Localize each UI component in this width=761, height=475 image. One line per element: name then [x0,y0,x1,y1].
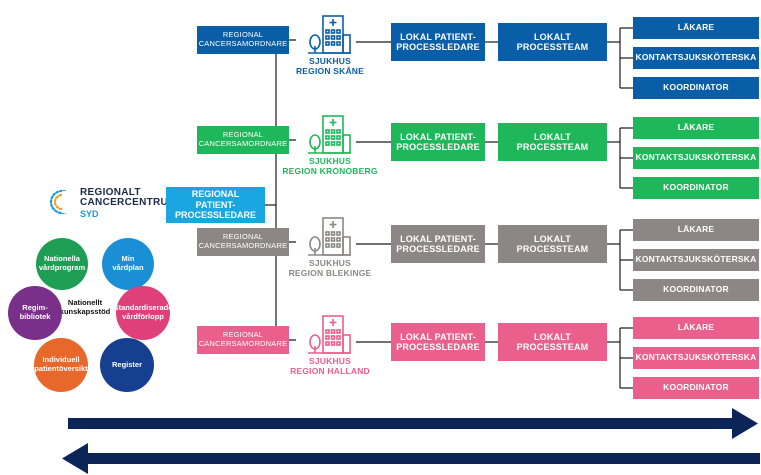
lokal-patientprocessledare-box[interactable]: LOKAL PATIENT-PROCESSLEDARE [391,225,485,263]
role-label: KOORDINATOR [663,382,729,393]
regional-patient-processledare-label: REGIONAL PATIENT-PROCESSLEDARE [174,189,256,221]
rcc-logo: REGIONALT CANCERCENTRUM SYD [48,186,176,222]
kontaktsjukskoterska-box[interactable]: KONTAKTSJUKSKÖTERSKA [633,347,759,369]
circle-label: Min vårdplan [112,254,144,272]
register-circle[interactable]: Register [100,338,154,392]
lokalt-processteam-label: LOKALT PROCESSTEAM [516,233,589,254]
hospital-line2: REGION SKÅNE [295,65,365,76]
regional-cancersamordnare-box[interactable]: REGIONAL CANCERSAMORDNARE [197,26,289,54]
circle-label: Register [111,359,142,369]
koordinator-box[interactable]: KOORDINATOR [633,279,759,301]
hospital-icon [306,13,352,55]
regional-cancersamordnare-box[interactable]: REGIONAL CANCERSAMORDNARE [197,326,289,354]
circle-label: Nationella vårdprogram [38,254,86,272]
lokalt-processteam-label: LOKALT PROCESSTEAM [516,31,589,52]
role-label: LÄKARE [677,122,715,133]
hospital-line2: REGION KRONOBERG [282,165,378,176]
koordinator-box[interactable]: KOORDINATOR [633,377,759,399]
nationella-vardprogram-circle[interactable]: Nationella vårdprogram [36,238,88,290]
role-label: KOORDINATOR [663,284,729,295]
regional-cancersamordnare-label: REGIONAL CANCERSAMORDNARE [198,330,288,348]
kunskapsstod-center-label: Nationellt kunskapsstöd [59,298,111,316]
role-label: LÄKARE [677,224,715,235]
lakare-box[interactable]: LÄKARE [633,17,759,39]
lakare-box[interactable]: LÄKARE [633,317,759,339]
regional-cancersamordnare-box[interactable]: REGIONAL CANCERSAMORDNARE [197,126,289,154]
logo-line3: SYD [80,209,99,219]
logo-line2: CANCERCENTRUM [80,197,177,208]
circle-label: Standardiserade vårdförlopp [113,303,173,321]
lokalt-processteam-box[interactable]: LOKALT PROCESSTEAM [498,123,607,161]
role-label: KONTAKTSJUKSKÖTERSKA [635,254,757,265]
hospital-icon [306,113,352,155]
rcc-logo-icon [49,189,74,215]
regional-cancersamordnare-label: REGIONAL CANCERSAMORDNARE [198,30,288,48]
role-label: KOORDINATOR [663,82,729,93]
lokal-patientprocessledare-label: LOKAL PATIENT-PROCESSLEDARE [396,331,480,352]
kontaktsjukskoterska-box[interactable]: KONTAKTSJUKSKÖTERSKA [633,47,759,69]
kunskapsstod-cluster: Nationellt kunskapsstöd Nationella vårdp… [6,232,172,392]
flow-arrows [62,408,760,474]
kontaktsjukskoterska-box[interactable]: KONTAKTSJUKSKÖTERSKA [633,147,759,169]
hospital-line1: SJUKHUS [308,356,352,366]
kontaktsjukskoterska-box[interactable]: KONTAKTSJUKSKÖTERSKA [633,249,759,271]
regional-cancersamordnare-label: REGIONAL CANCERSAMORDNARE [198,130,288,148]
hospital-line1: SJUKHUS [308,258,352,268]
koordinator-box[interactable]: KOORDINATOR [633,77,759,99]
lokal-patientprocessledare-box[interactable]: LOKAL PATIENT-PROCESSLEDARE [391,123,485,161]
lokalt-processteam-box[interactable]: LOKALT PROCESSTEAM [498,23,607,61]
logo-line1: REGIONALT [80,187,141,198]
regional-cancersamordnare-box[interactable]: REGIONAL CANCERSAMORDNARE [197,228,289,256]
role-label: KONTAKTSJUKSKÖTERSKA [635,152,757,163]
regimbibliotek-circle[interactable]: Regim-bibliotek [8,286,62,340]
lokal-patientprocessledare-label: LOKAL PATIENT-PROCESSLEDARE [396,131,480,152]
arrow-right-icon [68,408,758,439]
lokalt-processteam-label: LOKALT PROCESSTEAM [516,331,589,352]
role-label: KONTAKTSJUKSKÖTERSKA [635,352,757,363]
lakare-box[interactable]: LÄKARE [633,117,759,139]
lokalt-processteam-box[interactable]: LOKALT PROCESSTEAM [498,225,607,263]
individuell-patientoversikt-circle[interactable]: Individuell patientöversikt [34,338,88,392]
role-label: LÄKARE [677,22,715,33]
lokal-patientprocessledare-label: LOKAL PATIENT-PROCESSLEDARE [396,31,480,52]
lokal-patientprocessledare-box[interactable]: LOKAL PATIENT-PROCESSLEDARE [391,323,485,361]
lokal-patientprocessledare-box[interactable]: LOKAL PATIENT-PROCESSLEDARE [391,23,485,61]
hospital-line1: SJUKHUS [308,156,352,166]
min-vardplan-circle[interactable]: Min vårdplan [102,238,154,290]
koordinator-box[interactable]: KOORDINATOR [633,177,759,199]
role-label: LÄKARE [677,322,715,333]
hospital-icon [306,215,352,257]
hospital-line1: SJUKHUS [308,56,352,66]
role-label: KOORDINATOR [663,182,729,193]
hospital-line2: REGION BLEKINGE [288,267,372,278]
lokalt-processteam-box[interactable]: LOKALT PROCESSTEAM [498,323,607,361]
standardiserade-vardforlopp-circle[interactable]: Standardiserade vårdförlopp [114,286,172,340]
arrow-left-icon [62,443,760,474]
circle-label: Regim-bibliotek [19,303,51,321]
regional-patient-processledare-box[interactable]: REGIONAL PATIENT-PROCESSLEDARE [166,187,265,223]
hospital-icon [306,313,352,355]
role-label: KONTAKTSJUKSKÖTERSKA [635,52,757,63]
regional-cancersamordnare-label: REGIONAL CANCERSAMORDNARE [198,232,288,250]
lokal-patientprocessledare-label: LOKAL PATIENT-PROCESSLEDARE [396,233,480,254]
circle-label: Individuell patientöversikt [34,355,88,373]
hospital-line2: REGION HALLAND [290,365,370,376]
lakare-box[interactable]: LÄKARE [633,219,759,241]
lokalt-processteam-label: LOKALT PROCESSTEAM [516,131,589,152]
